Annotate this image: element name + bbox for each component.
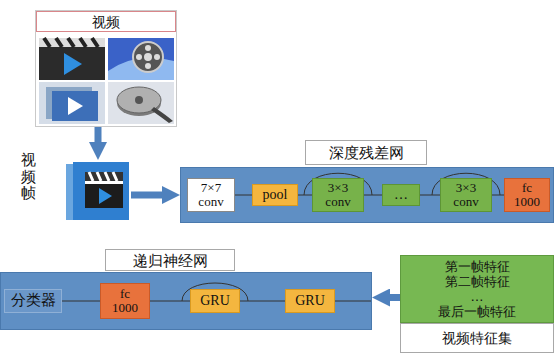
layer-box: … [382,184,420,206]
layer-box: GRU [285,289,335,313]
layer-box: 7×7 conv [187,178,235,212]
feature-list: 第一帧特征第二帧特征…最后一帧特征 [401,256,553,319]
caption: 视频特征集 [400,323,554,353]
vertical-label: 视频帧 [21,152,36,202]
layer-box: 3×3 conv [440,178,492,212]
layer-label: fc 1000 [109,287,141,314]
layer-link [298,195,312,196]
layer-label: GRU [295,294,325,309]
layer-label: GRU [200,294,230,309]
flow-arrow [131,192,170,199]
layer-box: 3×3 conv [312,178,364,212]
frame-illustration [65,160,131,224]
flow-arrow [382,294,400,301]
layer-link [240,301,285,302]
layer-link [364,195,382,196]
panel-title: 视频 [36,11,176,32]
flow-arrow [95,127,102,150]
layer-box: pool [252,184,298,206]
band-heading: 深度残差网 [305,140,427,165]
layer-link [150,301,190,302]
feature-line: … [401,289,553,304]
layer-label: pool [263,188,288,203]
layer-label: 7×7 conv [196,181,226,208]
layer-label: 分类器 [11,293,56,309]
feature-line: 第一帧特征 [401,259,553,274]
feature-line: 最后一帧特征 [401,304,553,319]
layer-link [235,195,252,196]
feature-line: 第二帧特征 [401,274,553,289]
layer-label: 3×3 conv [451,181,481,208]
layer-box: 分类器 [4,289,62,313]
layer-label: 3×3 conv [323,181,353,208]
layer-box: GRU [190,289,240,313]
layer-label: … [394,188,408,203]
network-band: 7×7 convpool3×3 conv…3×3 convfc 1000深度残差… [180,167,554,223]
network-band: 分类器fc 1000GRUGRU递归神经网 [0,272,372,330]
output-line [335,301,371,302]
layer-link [420,195,440,196]
layer-box: fc 1000 [504,178,550,212]
layer-label: fc 1000 [511,181,543,208]
feature-box: 第一帧特征第二帧特征…最后一帧特征视频特征集 [400,255,554,323]
rnn-band [1,273,372,330]
layer-link [492,195,504,196]
band-heading: 递归神经网 [105,249,235,271]
video-panel: 视频 [35,10,177,127]
layer-box: fc 1000 [100,283,150,319]
layer-link [62,301,100,302]
frame-icon: 视频帧 [65,160,131,224]
resnet-band [181,168,554,223]
